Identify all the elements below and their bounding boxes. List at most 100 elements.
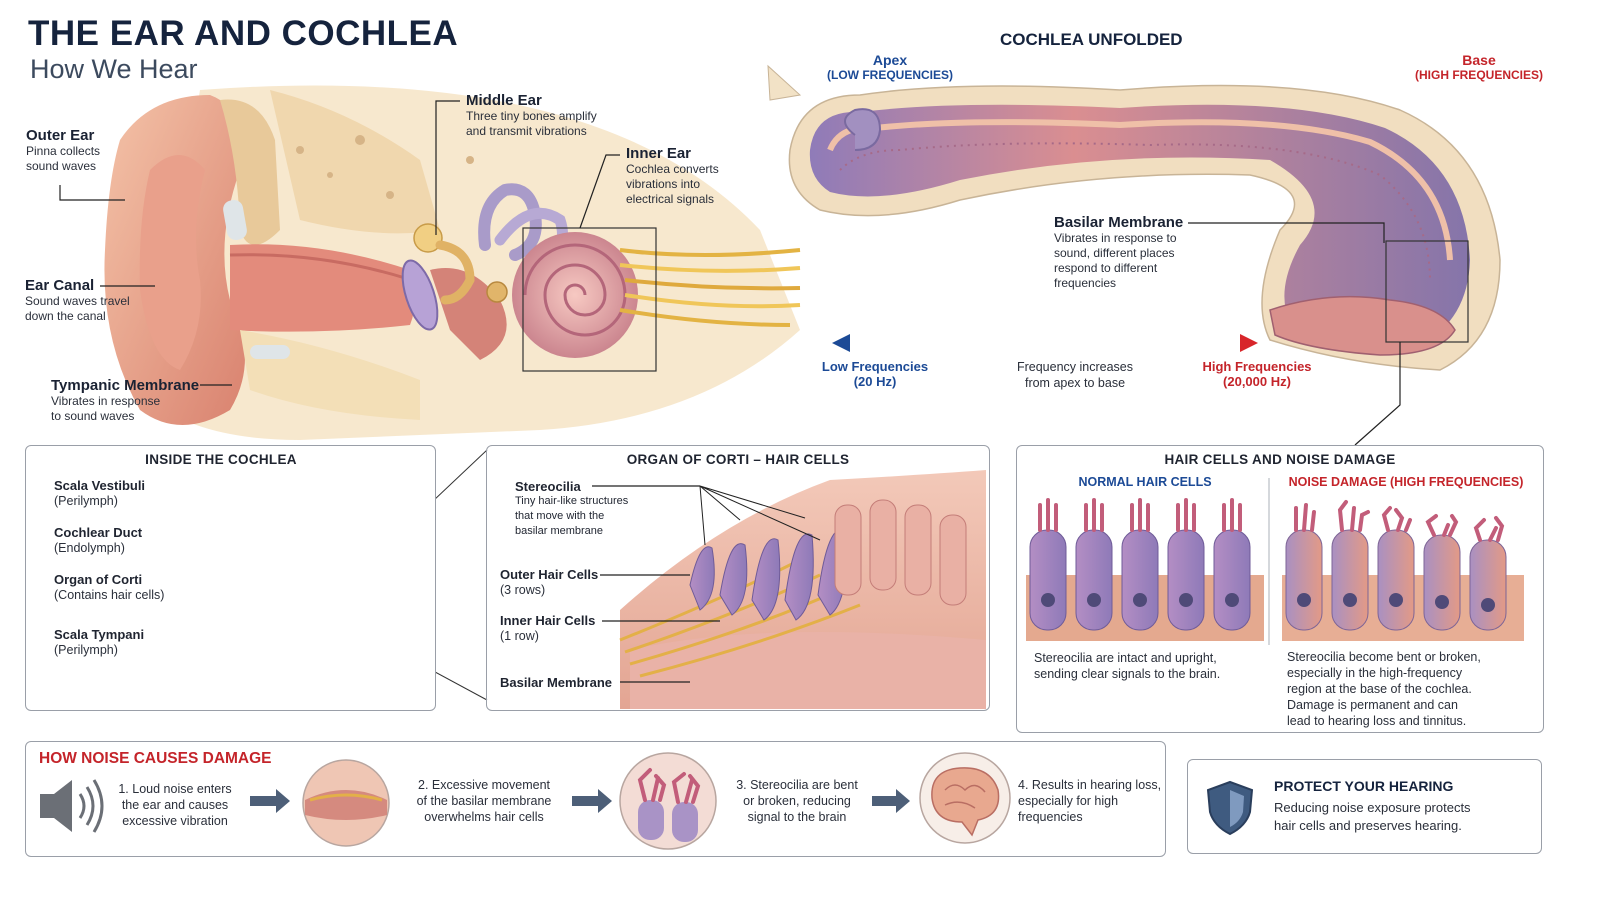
ear-canal-title: Ear Canal: [25, 277, 95, 294]
low-freq-title: Low Frequencies: [821, 359, 929, 374]
apex-label: Apex (LOW FREQUENCIES): [820, 52, 960, 82]
middle-ear-title: Middle Ear: [466, 92, 542, 109]
step-3: 3. Stereocilia are bent or broken, reduc…: [726, 777, 868, 825]
step-4-line-2: especially for high: [1018, 794, 1119, 808]
outer-hair-cells-name: Outer Hair Cells: [500, 567, 599, 582]
inner-ear-desc-3: electrical signals: [626, 192, 715, 206]
normal-hair-cells-desc: Stereocilia are intact and upright, send…: [1034, 650, 1220, 682]
label-ear-canal: Ear Canal Sound waves travel down the ca…: [25, 277, 130, 324]
normal-hair-cells-title: NORMAL HAIR CELLS: [1078, 475, 1212, 489]
noise-damage-subtitle: NOISE DAMAGE (HIGH FREQUENCIES): [1288, 475, 1524, 489]
organ-of-corti-illustration: [592, 470, 986, 709]
high-freq-title: High Frequencies: [1202, 359, 1312, 374]
shield-icon: [1206, 780, 1254, 836]
step-3-line-3: signal to the brain: [747, 810, 847, 824]
base-sub: (HIGH FREQUENCIES): [1414, 68, 1543, 82]
label-inner-ear: Inner Ear Cochlea converts vibrations in…: [626, 145, 719, 207]
outer-hair-cells-sub: (3 rows): [500, 583, 546, 597]
scala-tympani-label: Scala Tympani (Perilymph): [54, 627, 144, 658]
ear-cross-section: [104, 85, 801, 440]
scala-tympani-name: Scala Tympani: [54, 627, 145, 642]
damaged-hair-cells-desc: Stereocilia become bent or broken, espec…: [1287, 649, 1481, 729]
damage-desc-1: Stereocilia become bent or broken,: [1287, 650, 1481, 664]
ear-leader-lines: [59, 100, 620, 386]
outer-ear-title: Outer Ear: [26, 127, 95, 144]
inner-ear-desc-2: vibrations into: [626, 177, 701, 191]
step-3-line-1: 3. Stereocilia are bent: [736, 778, 858, 792]
how-noise-title: HOW NOISE CAUSES DAMAGE: [39, 750, 272, 767]
step-1: 1. Loud noise enters the ear and causes …: [105, 781, 245, 829]
protect-hearing-panel: [1187, 759, 1542, 854]
normal-desc-2: sending clear signals to the brain.: [1034, 667, 1221, 681]
freq-note-1: Frequency increases: [1016, 360, 1134, 374]
organ-of-corti-title: ORGAN OF CORTI – HAIR CELLS: [626, 452, 850, 467]
basilar-title: Basilar Membrane: [1054, 214, 1184, 231]
cochlea-unfolded-illustration: [767, 64, 1501, 446]
high-frequencies-label: High Frequencies (20,000 Hz): [1192, 359, 1322, 389]
label-outer-ear: Outer Ear Pinna collects sound waves: [26, 127, 100, 174]
damage-desc-2: especially in the high-frequency: [1287, 666, 1463, 680]
scala-vestibuli-sub: (Perilymph): [54, 494, 118, 508]
membrane-circle: [302, 759, 390, 847]
damage-desc-5: lead to hearing loss and tinnitus.: [1287, 714, 1467, 728]
damage-desc-3: region at the base of the cochlea.: [1287, 682, 1472, 696]
step-4-line-3: frequencies: [1018, 810, 1083, 824]
inner-hair-cells-sub: (1 row): [500, 629, 539, 643]
step-2: 2. Excessive movement of the basilar mem…: [398, 777, 570, 825]
step-2-line-1: 2. Excessive movement: [418, 778, 550, 792]
ear-canal-desc-2: down the canal: [25, 309, 106, 323]
scala-tympani-sub: (Perilymph): [54, 643, 118, 657]
inner-hair-cells-name: Inner Hair Cells: [500, 613, 596, 628]
damaged-hair-cells-illustration: [1282, 500, 1524, 641]
stereocilia-label: Stereocilia Tiny hair-like structures th…: [515, 479, 628, 539]
base-title: Base: [1462, 52, 1496, 68]
stereocilia-name: Stereocilia: [515, 479, 581, 494]
frequency-arrow: [832, 334, 1258, 352]
stereocilia-desc-1: Tiny hair-like structures: [515, 495, 629, 507]
protect-desc-2: hair cells and preserves hearing.: [1274, 818, 1462, 833]
normal-desc-1: Stereocilia are intact and upright,: [1034, 651, 1217, 665]
basilar-desc-4: frequencies: [1054, 276, 1117, 290]
normal-hair-cells-illustration: [1026, 498, 1264, 641]
organ-of-corti-panel: ORGAN OF CORTI – HAIR CELLS: [486, 445, 990, 711]
noise-damage-title: HAIR CELLS AND NOISE DAMAGE: [1164, 452, 1396, 467]
brain-circle: [919, 752, 1011, 844]
cochlear-duct-name: Cochlear Duct: [54, 525, 143, 540]
inner-ear-title: Inner Ear: [626, 145, 692, 162]
step-2-line-2: of the basilar membrane: [416, 794, 552, 808]
basilar-desc-2: sound, different places: [1054, 246, 1175, 260]
inside-cochlea-title: INSIDE THE COCHLEA: [145, 452, 297, 467]
stereocilia-desc-2: that move with the: [515, 510, 605, 522]
outer-ear-desc-1: Pinna collects: [26, 144, 101, 158]
how-noise-damage-panel: [25, 741, 1166, 857]
low-freq-hz: (20 Hz): [853, 374, 897, 389]
cochlear-duct-sub: (Endolymph): [54, 541, 125, 555]
speaker-icon: [40, 779, 104, 833]
step-3-line-2: or broken, reducing: [743, 794, 851, 808]
inner-hair-cells-label: Inner Hair Cells (1 row): [500, 613, 595, 644]
stereocilia-desc-3: basilar membrane: [515, 525, 604, 537]
broken-stereocilia-circle: [619, 752, 717, 850]
organ-of-corti-name: Organ of Corti: [54, 572, 143, 587]
damage-desc-4: Damage is permanent and can: [1287, 698, 1458, 712]
step-4: 4. Results in hearing loss, especially f…: [1018, 777, 1164, 825]
outer-ear-desc-2: sound waves: [26, 159, 97, 173]
noise-damage-panel: HAIR CELLS AND NOISE DAMAGE: [1016, 445, 1544, 733]
step-1-line-2: the ear and causes: [121, 798, 229, 812]
basilar-desc-3: respond to different: [1054, 261, 1158, 275]
low-frequencies-label: Low Frequencies (20 Hz): [810, 359, 940, 389]
inside-cochlea-panel: INSIDE THE COCHLEA: [25, 445, 436, 711]
outer-hair-cells-label: Outer Hair Cells (3 rows): [500, 567, 598, 598]
tympanic-title: Tympanic Membrane: [51, 377, 200, 394]
step-1-line-3: excessive vibration: [122, 814, 228, 828]
step-arrows: [250, 789, 910, 813]
middle-ear-desc-2: and transmit vibrations: [466, 124, 587, 138]
frequency-increase-note: Frequency increases from apex to base: [1000, 359, 1150, 391]
page-subtitle: How We Hear: [30, 54, 198, 84]
corti-basilar-membrane-label: Basilar Membrane: [500, 675, 612, 690]
protect-hearing-title: PROTECT YOUR HEARING: [1274, 778, 1454, 794]
label-basilar-membrane: Basilar Membrane Vibrates in response to…: [1054, 214, 1183, 291]
tympanic-desc-2: to sound waves: [51, 409, 135, 423]
page-title: THE EAR AND COCHLEA: [28, 14, 459, 53]
label-tympanic-membrane: Tympanic Membrane Vibrates in response t…: [51, 377, 199, 424]
